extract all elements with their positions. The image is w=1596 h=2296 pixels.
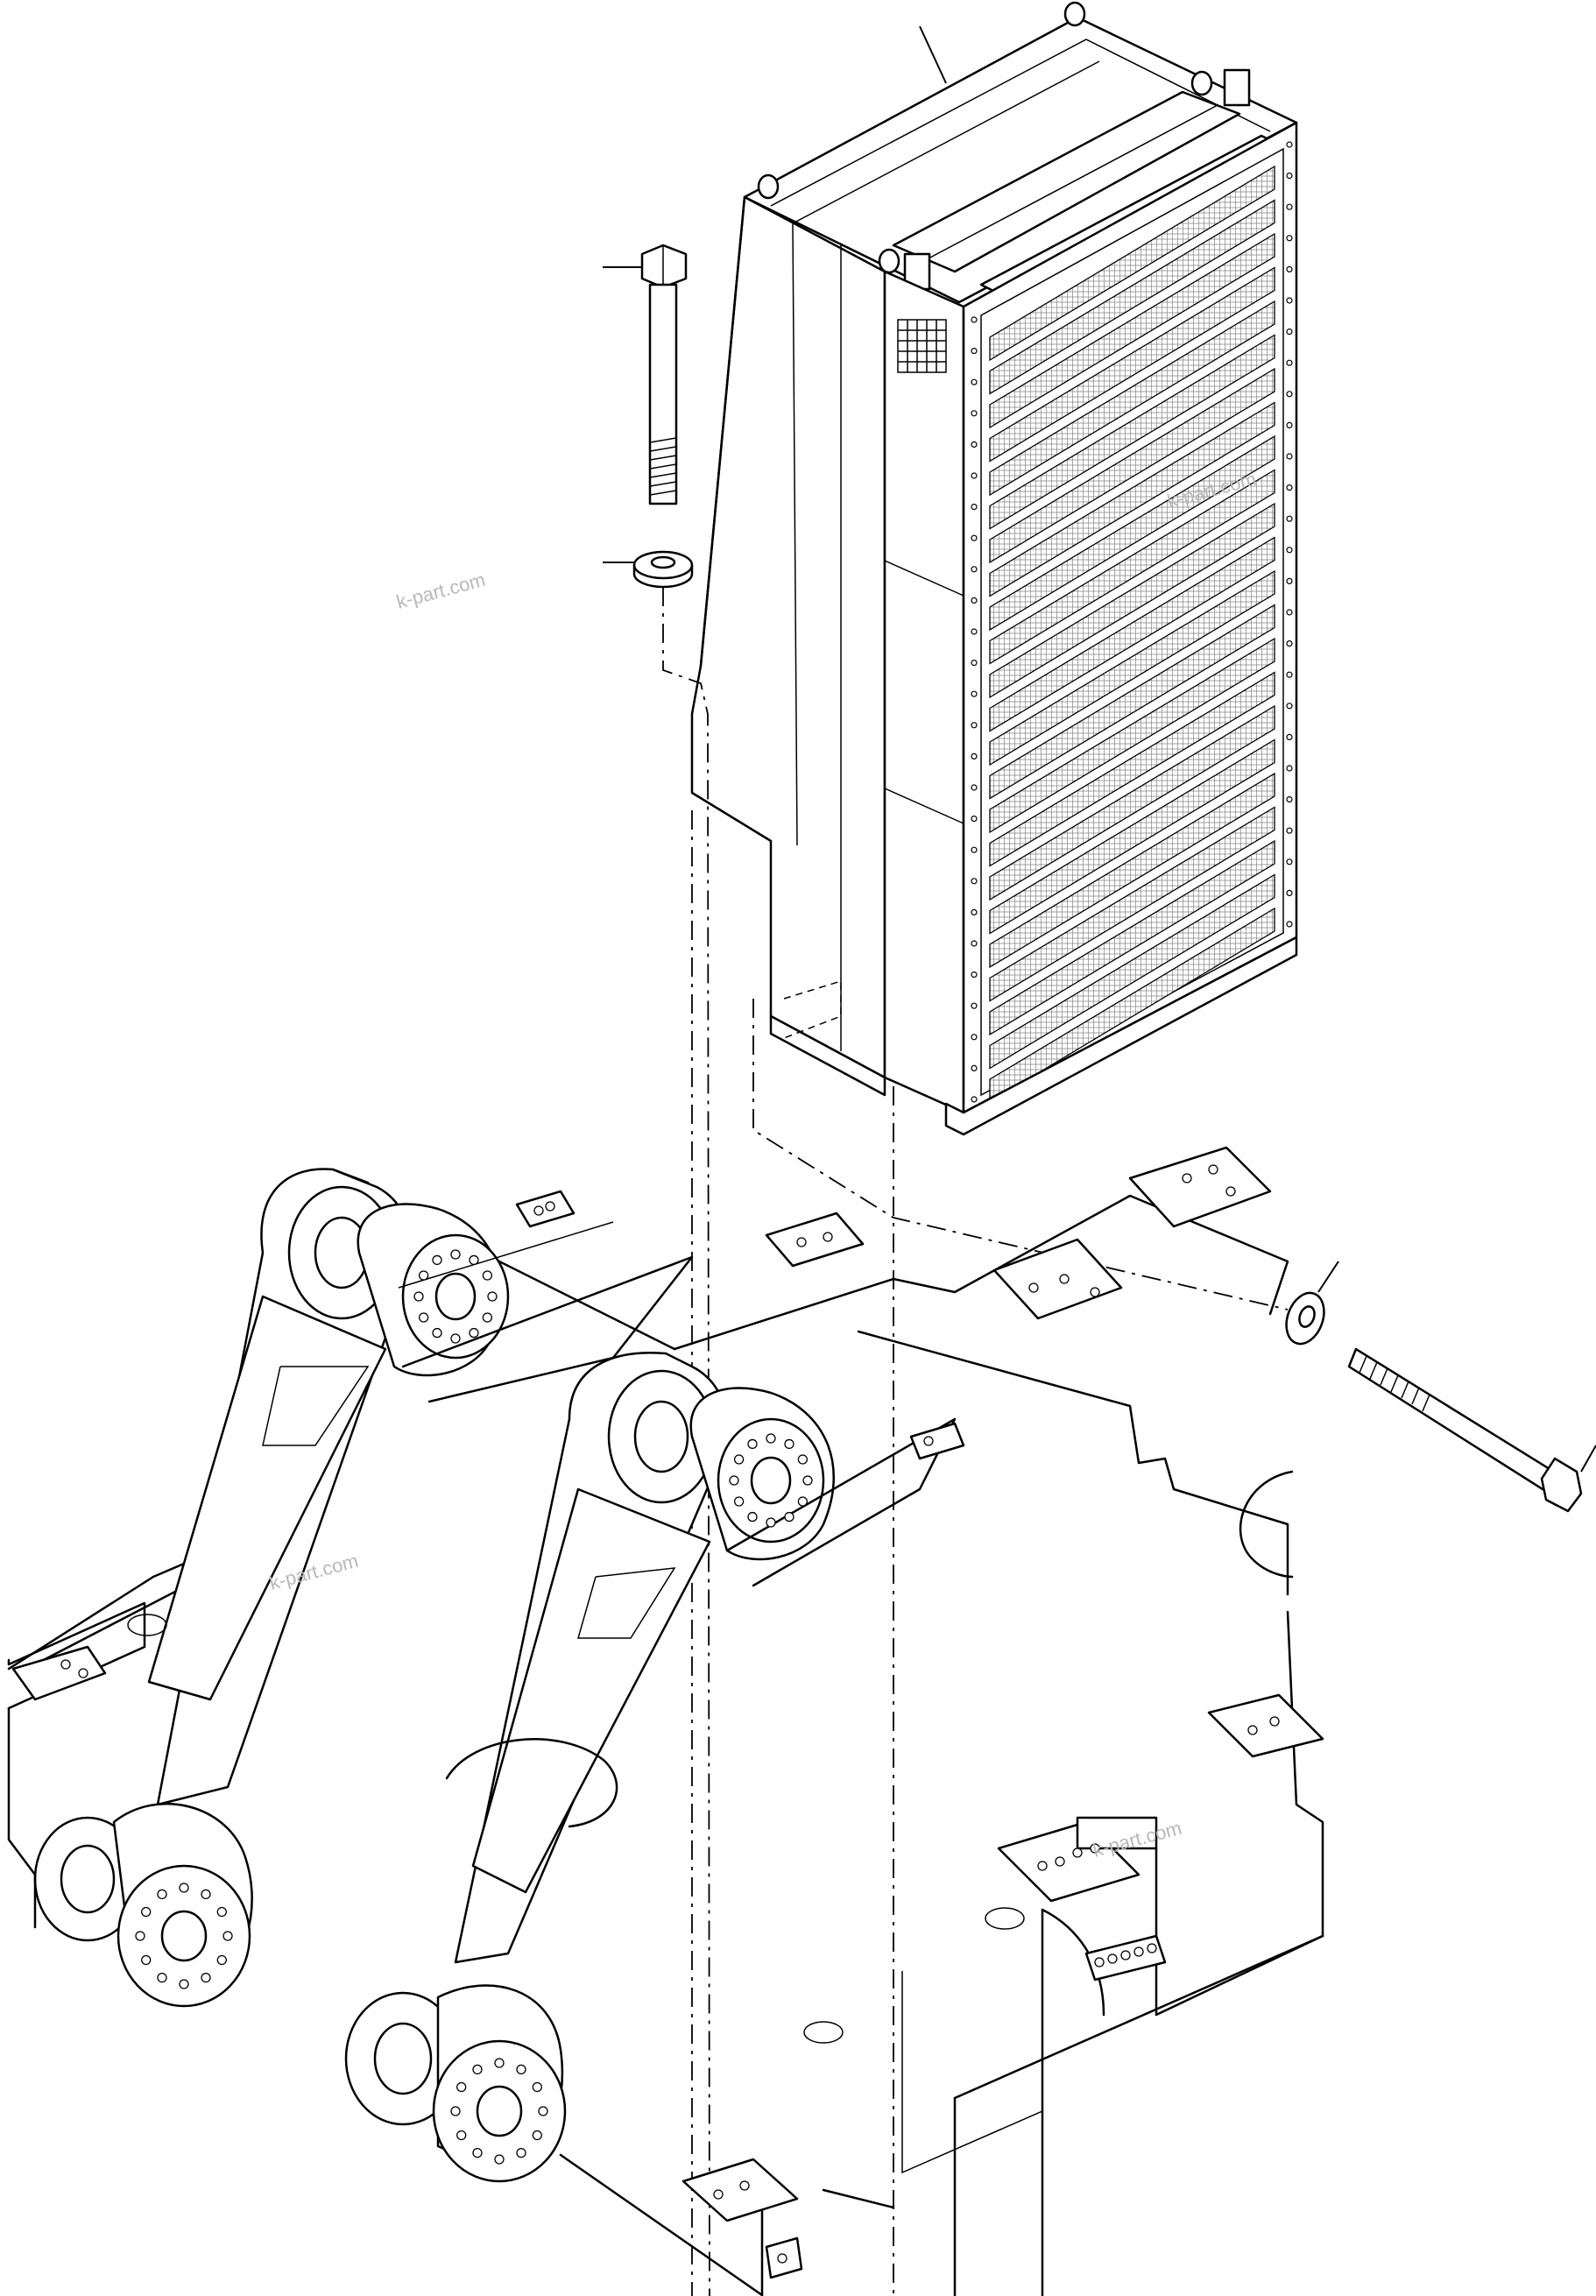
boom-bracket-right [454,1352,957,1964]
core-strip [989,469,1275,665]
core-strip [989,266,1275,463]
washer-upper[interactable] [603,550,694,589]
pin-bosses-left [33,1803,253,2008]
washer-lower[interactable] [1280,1261,1339,1349]
core-strip [989,300,1275,497]
core-strip [989,604,1275,800]
boom-bracket-left [147,1168,694,1806]
core-strip [989,434,1275,632]
radiator-core-fins [989,165,1275,1104]
core-strip [989,637,1275,834]
core-strip [989,839,1275,1036]
lifting-eye [1190,70,1213,96]
core-strip [989,873,1275,1070]
pin-bosses-right [344,1984,567,2183]
core-strip [989,199,1275,395]
core-strip [989,165,1275,362]
core-strip [989,772,1275,969]
core-strip [989,232,1275,429]
bolt-upper[interactable] [603,244,688,505]
core-strip [989,334,1275,530]
core-strip [989,367,1275,564]
mounting-pads [11,1146,1324,2279]
core-strip [989,738,1275,935]
watermark: k-part.com [394,569,488,613]
core-strip [989,907,1275,1104]
core-strip [989,806,1275,1002]
bolt-lower[interactable] [1347,1347,1596,1513]
lifting-eye [757,173,780,200]
revolving-frame[interactable] [7,1146,1324,2296]
core-strip [989,502,1275,699]
core-strip [989,671,1275,867]
core-strip [989,401,1275,597]
core-strip [989,704,1275,901]
core-strip [989,536,1275,732]
radiator-assembly[interactable] [690,1,1298,1136]
lifting-eye [1063,1,1086,27]
core-strip [989,569,1275,767]
lifting-eye [878,248,900,274]
